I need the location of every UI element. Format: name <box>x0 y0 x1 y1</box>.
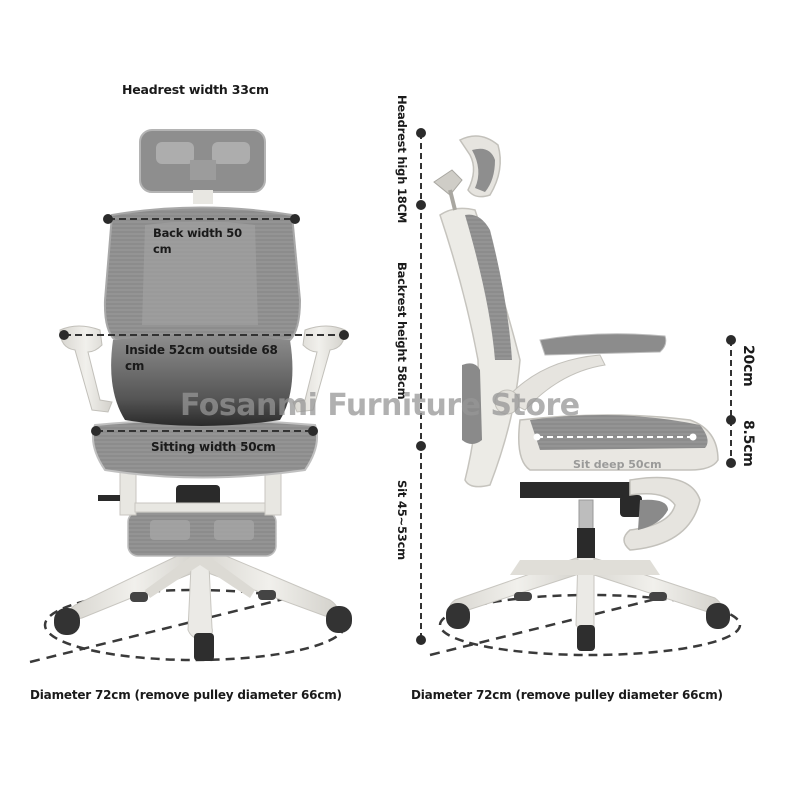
side-height-dimension <box>416 128 426 645</box>
front-left-armrest <box>59 325 113 413</box>
armrest-adjust-label: 8.5cm <box>740 420 756 467</box>
caster-icon <box>446 603 470 629</box>
backrest-height-label: Backrest height 58cm <box>395 262 409 400</box>
headrest-width-label: Headrest width 33cm <box>122 82 269 97</box>
seat-width-label: Sitting width 50cm <box>151 440 276 454</box>
caster-icon <box>326 606 352 633</box>
back-width-label-line1: Back width 50 <box>153 226 242 240</box>
caster-icon <box>194 633 214 661</box>
headrest-height-label: Headrest high 18CM <box>395 95 409 224</box>
armrest-width-label-line1: Inside 52cm outside 68 <box>125 343 278 357</box>
back-width-label-line2: cm <box>153 242 172 256</box>
caster-icon <box>706 603 730 629</box>
side-diameter-line <box>429 596 661 657</box>
side-diameter-label: Diameter 72cm (remove pulley diameter 66… <box>411 688 723 702</box>
caster-icon <box>54 608 80 635</box>
side-footrest <box>623 476 701 551</box>
front-diameter-line <box>29 593 301 664</box>
front-right-armrest <box>292 325 346 413</box>
armrest-width-label-line2: cm <box>125 359 145 373</box>
side-backrest-mesh <box>465 214 512 360</box>
armrest-height-dimension <box>726 335 736 468</box>
front-chair <box>29 129 352 664</box>
seat-depth-label: Sit deep 50cm <box>573 458 662 471</box>
store-watermark: Fosanmi Furniture Store <box>180 388 580 423</box>
front-diameter-label: Diameter 72cm (remove pulley diameter 66… <box>30 688 342 702</box>
side-seat <box>530 415 708 450</box>
caster-icon <box>577 625 595 651</box>
front-dimension-lines <box>59 214 349 436</box>
seat-height-label: Sit 45~53cm <box>395 480 409 560</box>
side-chair <box>429 135 742 657</box>
armrest-height-label: 20cm <box>740 345 756 387</box>
front-lumbar-support <box>111 335 293 426</box>
